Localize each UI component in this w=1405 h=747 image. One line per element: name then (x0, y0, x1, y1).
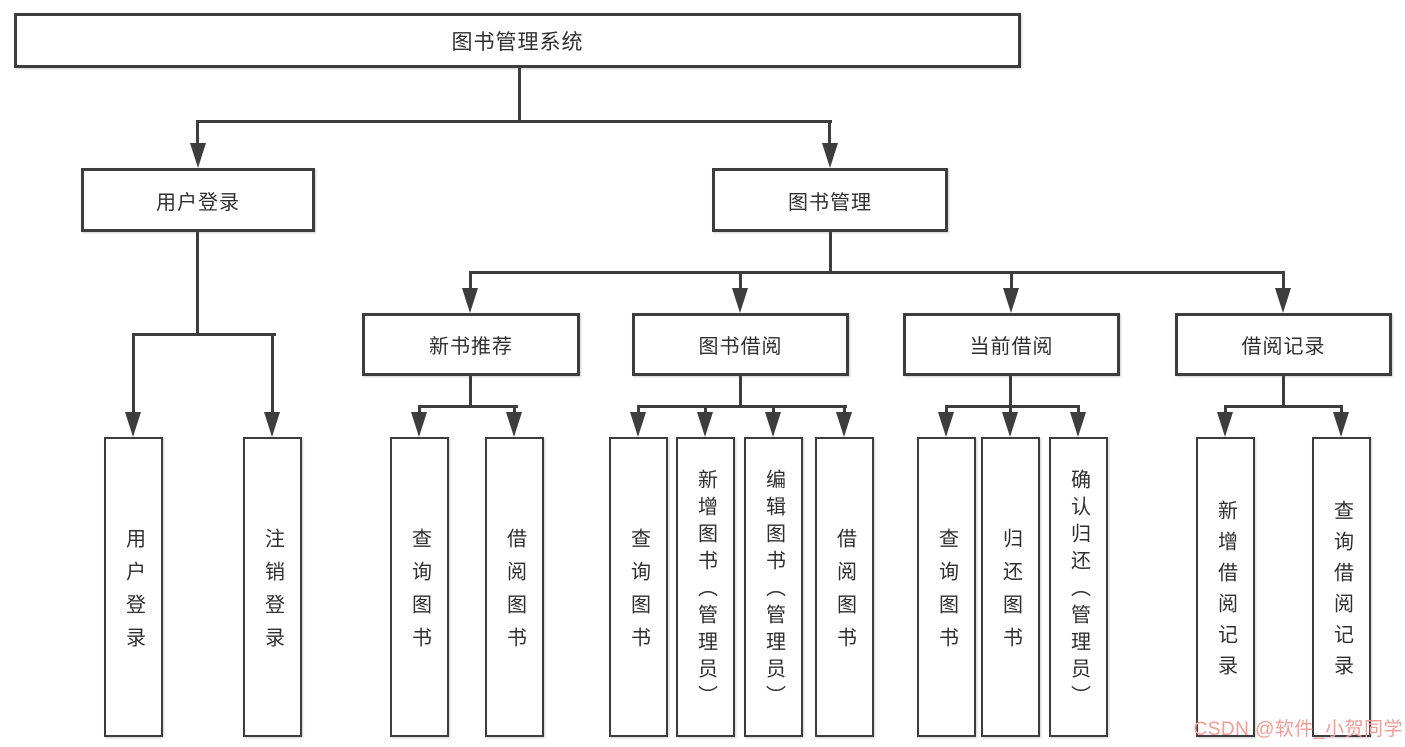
connector-mgmt-bar (469, 271, 1285, 274)
arrow-down-leaf-logout (264, 412, 280, 437)
leaf-current-confirm-admin-label: 确认归还（管理员） (1067, 469, 1090, 712)
connector-root-drop-left (196, 120, 199, 146)
arrow-down-current-confirm (1070, 412, 1086, 437)
arrow-down-new-book-recommend (462, 288, 478, 313)
connector-cat3-bar (945, 405, 1080, 408)
leaf-borrow-borrow-label: 借阅图书 (833, 527, 856, 660)
leaf-borrow-borrow: 借阅图书 (815, 437, 874, 737)
node-current-borrow: 当前借阅 (903, 313, 1120, 376)
connector-cat2-drop-3 (772, 405, 775, 415)
leaf-current-return: 归还图书 (981, 437, 1040, 737)
arrow-down-newbooks-borrow (506, 412, 522, 437)
node-user-login-label: 用户登录 (156, 191, 240, 214)
arrow-down-newbooks-query (411, 412, 427, 437)
leaf-current-confirm-admin: 确认归还（管理员） (1049, 437, 1108, 737)
node-book-borrow-label: 图书借阅 (698, 336, 783, 358)
arrow-down-borrow-borrow (836, 412, 852, 437)
connector-root-bar (197, 120, 832, 123)
leaf-borrow-edit-admin-label: 编辑图书（管理员） (762, 469, 785, 712)
node-library-system: 图书管理系统 (14, 13, 1021, 68)
arrow-down-borrow-add (697, 412, 713, 437)
leaf-borrow-add-admin: 新增图书（管理员） (676, 437, 735, 737)
connector-root-stem (518, 67, 521, 123)
connector-cat1-stem (469, 376, 472, 408)
arrow-down-current-borrow (1003, 288, 1019, 313)
connector-root-drop-right (828, 120, 831, 146)
connector-mgmt-drop-3 (1010, 271, 1013, 290)
leaf-user-login-label: 用户登录 (122, 527, 145, 660)
leaf-borrow-edit-admin: 编辑图书（管理员） (744, 437, 803, 737)
leaf-records-add: 新增借阅记录 (1196, 437, 1255, 737)
connector-cat4-bar (1224, 405, 1343, 408)
connector-mgmt-stem (829, 232, 832, 274)
arrow-down-records-add (1217, 412, 1233, 437)
connector-cat3-drop-1 (945, 405, 948, 415)
connector-cat3-stem (1009, 376, 1012, 408)
connector-cat2-drop-4 (843, 405, 846, 415)
leaf-current-return-label: 归还图书 (999, 527, 1022, 660)
node-book-management-label: 图书管理 (788, 191, 872, 214)
node-current-borrow-label: 当前借阅 (969, 336, 1054, 358)
connector-cat1-bar (418, 405, 518, 408)
leaf-borrow-query: 查询图书 (609, 437, 668, 737)
leaf-current-query: 查询图书 (917, 437, 976, 737)
arrow-down-current-query (938, 412, 954, 437)
leaf-logout-label: 注销登录 (261, 527, 284, 660)
connector-cat4-drop-1 (1224, 405, 1227, 415)
leaf-current-query-label: 查询图书 (935, 527, 958, 660)
node-book-borrow: 图书借阅 (632, 313, 849, 376)
leaf-newbooks-query-label: 查询图书 (408, 527, 431, 660)
arrow-down-borrow-edit (765, 412, 781, 437)
node-user-login: 用户登录 (81, 168, 315, 232)
leaf-user-login: 用户登录 (104, 437, 163, 737)
node-book-management: 图书管理 (712, 168, 948, 232)
connector-login-bar (132, 333, 276, 336)
connector-cat2-drop-2 (704, 405, 707, 415)
node-new-book-recommend: 新书推荐 (362, 313, 580, 376)
connector-login-drop-2 (271, 333, 274, 414)
connector-mgmt-drop-4 (1282, 271, 1285, 290)
node-borrow-records: 借阅记录 (1175, 313, 1392, 376)
leaf-borrow-query-label: 查询图书 (627, 527, 650, 660)
arrow-down-records-query (1333, 412, 1349, 437)
csdn-watermark: CSDN @软件_小贺同学 (1193, 719, 1403, 740)
connector-cat1-drop-1 (418, 405, 421, 415)
connector-login-drop-1 (132, 333, 135, 414)
connector-cat4-stem (1282, 376, 1285, 408)
connector-cat4-drop-2 (1340, 405, 1343, 415)
connector-cat1-drop-2 (513, 405, 516, 415)
connector-cat3-drop-2 (1009, 405, 1012, 415)
arrow-down-current-return (1002, 412, 1018, 437)
leaf-newbooks-borrow: 借阅图书 (485, 437, 544, 737)
leaf-records-add-label: 新增借阅记录 (1214, 499, 1237, 686)
connector-login-stem (196, 232, 199, 336)
leaf-borrow-add-admin-label: 新增图书（管理员） (694, 469, 717, 712)
arrow-down-book-borrow (732, 288, 748, 313)
arrow-down-user-login (190, 143, 206, 168)
leaf-records-query: 查询借阅记录 (1312, 437, 1371, 737)
leaf-records-query-label: 查询借阅记录 (1330, 499, 1353, 686)
arrow-down-book-management (822, 143, 838, 168)
connector-mgmt-drop-1 (469, 271, 472, 290)
connector-cat2-bar (637, 405, 847, 408)
connector-cat2-stem (739, 376, 742, 408)
leaf-newbooks-borrow-label: 借阅图书 (503, 527, 526, 660)
node-new-book-recommend-label: 新书推荐 (429, 336, 513, 358)
leaf-logout: 注销登录 (243, 437, 302, 737)
node-borrow-records-label: 借阅记录 (1241, 336, 1326, 358)
arrow-down-borrow-query (630, 412, 646, 437)
arrow-down-leaf-user-login (125, 412, 141, 437)
connector-mgmt-drop-2 (739, 271, 742, 290)
arrow-down-borrow-records (1275, 288, 1291, 313)
node-library-system-label: 图书管理系统 (451, 30, 584, 54)
connector-cat3-drop-3 (1077, 405, 1080, 415)
connector-cat2-drop-1 (637, 405, 640, 415)
leaf-newbooks-query: 查询图书 (390, 437, 449, 737)
